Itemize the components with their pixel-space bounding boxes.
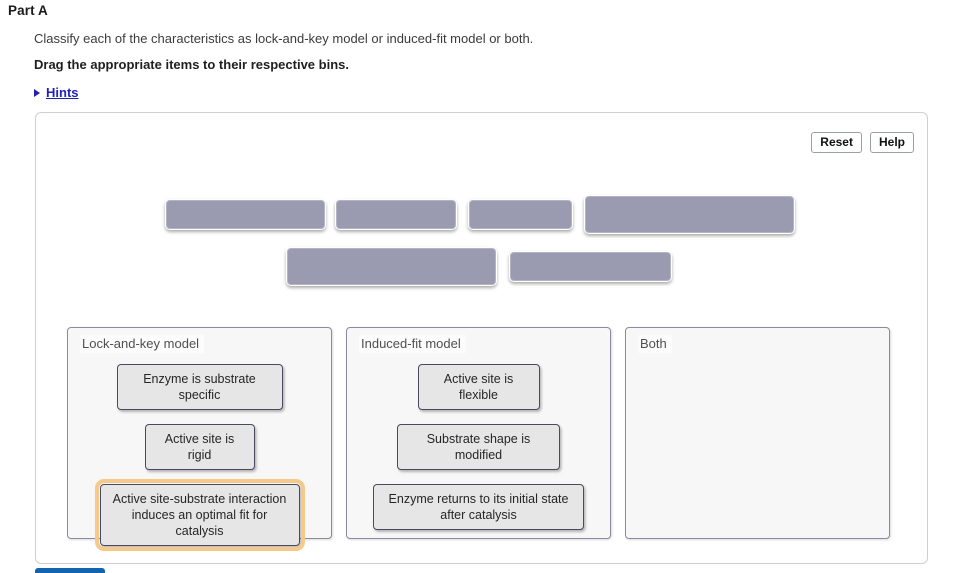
- item-enzyme-returns-initial-state[interactable]: Enzyme returns to its initial state afte…: [373, 484, 584, 530]
- question-prompt: Classify each of the characteristics as …: [34, 31, 534, 46]
- bin-label: Both: [638, 335, 672, 353]
- empty-drag-slot[interactable]: [335, 199, 457, 230]
- item-substrate-shape-modified[interactable]: Substrate shape is modified: [397, 424, 560, 470]
- empty-drag-slot[interactable]: [165, 199, 326, 230]
- item-enzyme-substrate-specific[interactable]: Enzyme is substrate specific: [116, 364, 283, 410]
- item-active-site-substrate-interaction[interactable]: Active site-substrate interaction induce…: [94, 479, 305, 551]
- activity-toolbar: Reset Help: [811, 132, 914, 153]
- submit-button[interactable]: [35, 568, 105, 573]
- empty-drag-slot[interactable]: [286, 247, 497, 286]
- hints-toggle[interactable]: Hints: [34, 85, 79, 100]
- empty-drag-slot[interactable]: [584, 195, 795, 234]
- drag-instruction: Drag the appropriate items to their resp…: [34, 57, 349, 72]
- empty-drag-slot[interactable]: [468, 199, 573, 230]
- item-active-site-rigid[interactable]: Active site is rigid: [144, 424, 255, 470]
- page-title: Part A: [8, 3, 48, 18]
- empty-drag-slot[interactable]: [509, 251, 672, 282]
- chevron-right-icon: [34, 88, 40, 97]
- hints-link-label[interactable]: Hints: [46, 85, 79, 100]
- item-active-site-flexible[interactable]: Active site is flexible: [417, 364, 540, 410]
- bin-label: Induced-fit model: [359, 335, 466, 353]
- bin-both[interactable]: Both: [625, 327, 890, 539]
- bin-label: Lock-and-key model: [80, 335, 205, 353]
- help-button[interactable]: Help: [869, 132, 914, 153]
- reset-button[interactable]: Reset: [811, 132, 862, 153]
